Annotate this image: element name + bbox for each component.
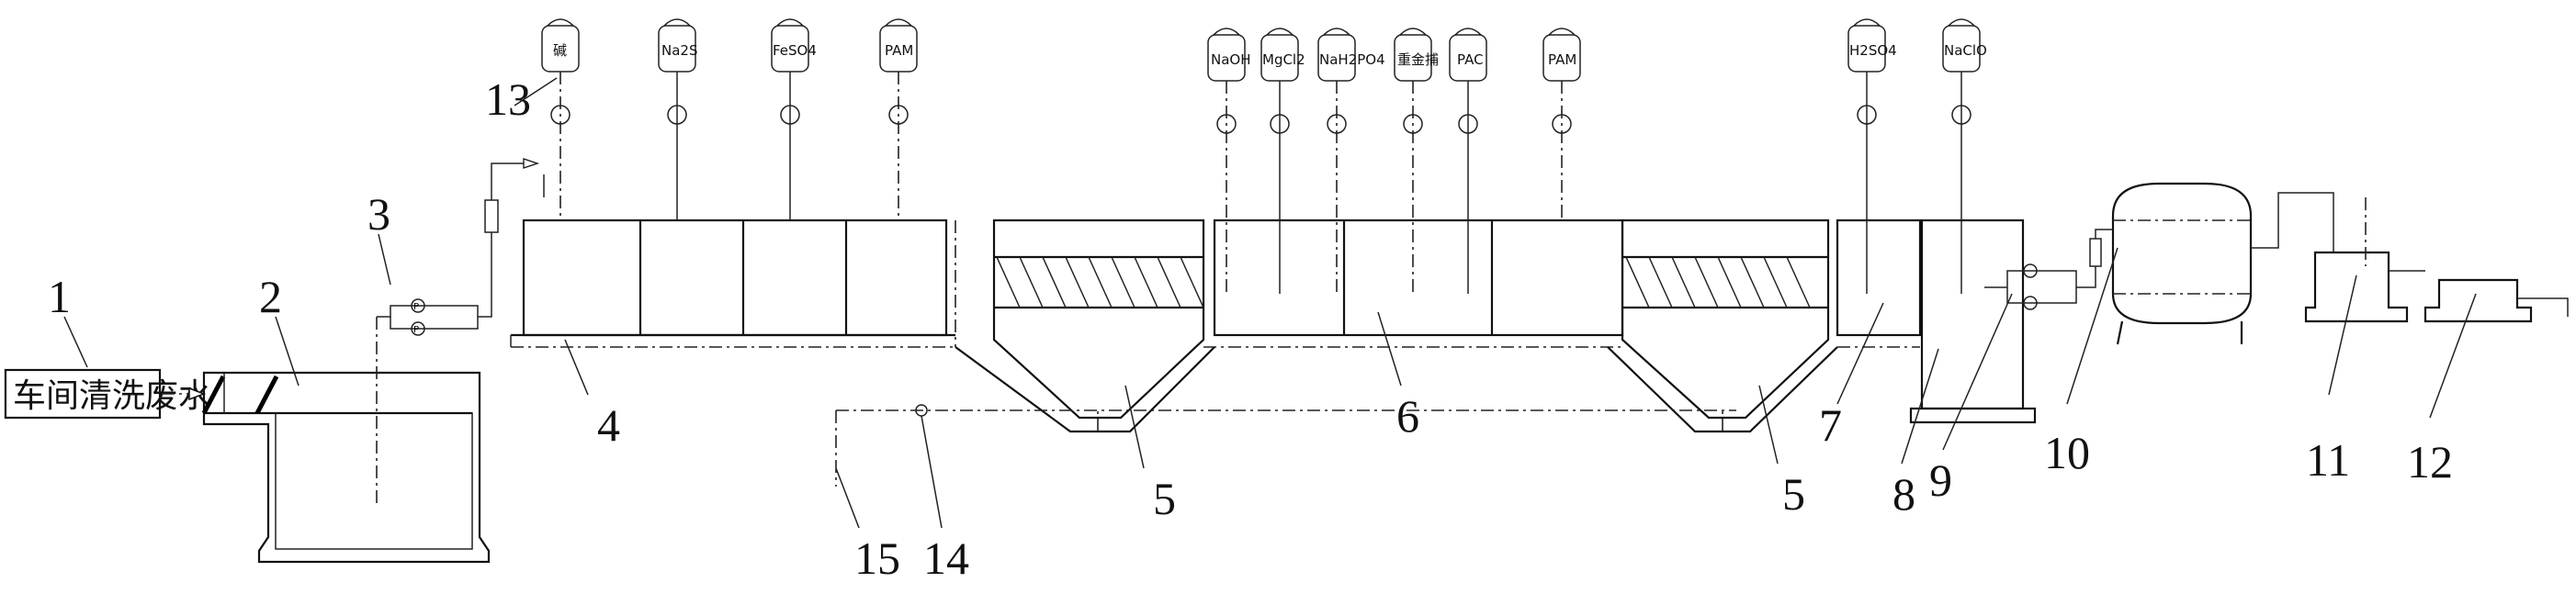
svg-text:PAC: PAC [1457, 51, 1484, 68]
tank-8 [1909, 218, 2037, 424]
reagent-tank: PAM [1542, 28, 1581, 220]
settling-tank-5b [1607, 218, 1838, 433]
reagent-tank: 重金捕 [1394, 28, 1439, 294]
svg-text:NaClO: NaClO [1944, 42, 1987, 59]
reagent-tank: NaOH [1207, 28, 1251, 294]
reagent-tank: PAM [879, 18, 918, 220]
svg-text:MgCl2: MgCl2 [1262, 51, 1305, 68]
filter-vessel-10 [2111, 182, 2334, 345]
ph-tank-7 [1836, 218, 1922, 348]
inflow-arrow-icon [188, 387, 207, 401]
callout-12: 12 [2407, 436, 2453, 487]
callout-5b: 5 [1782, 468, 1805, 520]
callout-11: 11 [2306, 434, 2350, 486]
pump-icon [2023, 296, 2038, 310]
flowmeter-icon [2089, 238, 2102, 267]
settling-tank-5a [955, 218, 1215, 433]
callout-14: 14 [923, 532, 969, 584]
svg-text:H2SO4: H2SO4 [1849, 42, 1897, 59]
reagent-tank: H2SO4 [1847, 18, 1897, 294]
reagent-tank: 碱 [541, 18, 580, 220]
svg-text:PAM: PAM [1548, 51, 1576, 68]
callout-8: 8 [1892, 468, 1915, 520]
pump-icon [2023, 263, 2038, 278]
lift-pump-group: P P [377, 158, 545, 336]
reagent-tank: PAC [1449, 28, 1487, 294]
regulating-tank [201, 317, 491, 564]
svg-text:P: P [413, 302, 419, 312]
flow-arrow-icon [523, 158, 540, 169]
svg-text:FeSO4: FeSO4 [773, 42, 817, 59]
flowmeter-icon [484, 199, 499, 233]
callout-15: 15 [854, 532, 900, 584]
inclined-plates [1625, 256, 1811, 308]
sludge-line [835, 404, 1736, 487]
callout-3: 3 [367, 188, 390, 240]
callout-10: 10 [2044, 427, 2090, 478]
callout-7: 7 [1819, 399, 1842, 451]
callout-2: 2 [259, 271, 282, 322]
callout-leaders [63, 77, 2477, 529]
callout-13: 13 [485, 73, 531, 125]
reagent-tanks: 碱 Na2S FeSO4 PAM NaOH MgCl2 NaH2PO4 重金捕 … [541, 18, 1987, 294]
svg-text:NaOH: NaOH [1211, 51, 1251, 68]
reaction-tanks-4 [510, 218, 956, 348]
filter-pump-group-9 [1984, 229, 2113, 310]
reagent-tank: FeSO4 [771, 18, 817, 220]
callout-9: 9 [1929, 454, 1952, 506]
callout-numbers: 1 2 3 4 5 6 5 7 8 9 10 11 12 13 14 15 [48, 73, 2453, 584]
svg-text:碱: 碱 [553, 42, 567, 59]
callout-4: 4 [597, 399, 620, 451]
svg-text:P: P [413, 325, 419, 335]
svg-text:NaH2PO4: NaH2PO4 [1319, 51, 1385, 68]
source-box-label: 车间清洗废水 [13, 377, 211, 415]
svg-text:PAM: PAM [885, 42, 913, 59]
tank-12 [2423, 278, 2569, 323]
inclined-plates [996, 256, 1204, 308]
callout-6: 6 [1396, 390, 1419, 442]
callout-1: 1 [48, 271, 71, 322]
reagent-tank: NaClO [1942, 18, 1987, 294]
reagent-tank: NaH2PO4 [1317, 28, 1385, 294]
tank-11 [2304, 197, 2425, 323]
svg-text:重金捕: 重金捕 [1397, 51, 1439, 68]
reagent-tank: Na2S [658, 18, 697, 220]
pump-icon [411, 298, 425, 313]
reagent-tank: MgCl2 [1260, 28, 1305, 294]
pump-icon [411, 321, 425, 336]
callout-5a: 5 [1153, 473, 1176, 524]
svg-text:Na2S: Na2S [661, 42, 697, 59]
source-wastewater-box: 车间清洗废水 [4, 368, 211, 420]
